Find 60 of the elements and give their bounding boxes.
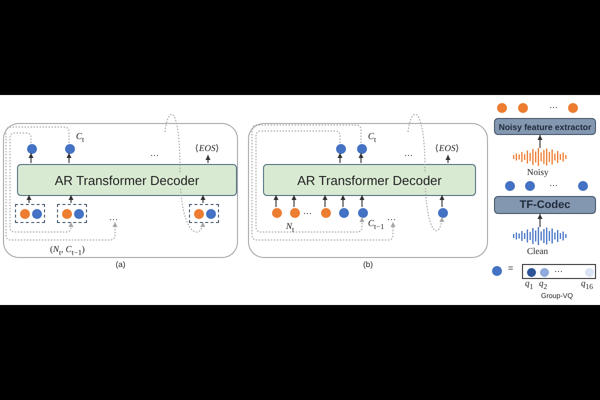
dotted-arrow: [408, 114, 444, 232]
arrow: [338, 152, 342, 164]
token-label: (N$_{t}$, C$_{t−1}$): [50, 245, 85, 256]
block-label: AR Transformer Decoder: [297, 172, 442, 188]
decoder-block: [17, 164, 237, 196]
arrow: [440, 194, 444, 208]
arrow: [538, 134, 542, 148]
ellipsis: …: [303, 207, 312, 216]
module-block: [494, 196, 596, 214]
arrow: [200, 194, 206, 204]
block-label: TF-Codec: [520, 199, 570, 211]
token-label: ⟨EOS⟩: [195, 142, 220, 154]
block-label: Noisy feature extractor: [498, 122, 592, 132]
dotted-arrow: [6, 126, 118, 240]
token-label: Noisy: [527, 168, 549, 177]
dotted-arrow: [10, 132, 74, 232]
arrow: [360, 194, 364, 208]
arrow: [322, 194, 328, 208]
dotted-arrow: [164, 114, 205, 233]
token-label: N$_{t}$: [286, 222, 294, 234]
panel-caption: (b): [363, 260, 373, 269]
arrow: [292, 194, 296, 208]
dotted-arrow: [256, 130, 364, 232]
block-label: AR Transformer Decoder: [54, 172, 200, 188]
decoder-block: [263, 164, 476, 196]
arrow: [340, 194, 346, 208]
waveform-icon: [512, 227, 568, 245]
token-label: C$_{t−1}$: [368, 219, 384, 230]
arrow: [358, 152, 364, 164]
waveform-icon: [512, 148, 568, 166]
arrow: [446, 154, 450, 164]
ellipsis: …: [549, 101, 558, 110]
arrow: [26, 194, 32, 204]
token-pair-box: [57, 204, 87, 223]
ellipsis: …: [549, 179, 558, 188]
arrow: [538, 214, 542, 228]
arrow: [66, 152, 72, 164]
token-pair-box: [15, 204, 45, 223]
equals-sign: =: [508, 264, 514, 273]
ellipsis: …: [554, 265, 563, 274]
module-block: [494, 118, 596, 135]
token-label: C$_{t}$: [76, 132, 84, 144]
token-label: …: [387, 211, 396, 223]
ellipsis: …: [404, 149, 413, 158]
token-label: q$_{2}$: [539, 279, 548, 290]
panel-caption: (a): [116, 260, 126, 269]
dotted-arrow: [252, 124, 396, 240]
ellipsis: …: [150, 149, 159, 158]
token-pair-box: [189, 204, 219, 223]
arrow: [206, 154, 210, 164]
token-label: C$_{t}$: [368, 132, 376, 144]
token-label: ⟨EOS⟩: [435, 142, 460, 154]
token-label: q$_{16}$: [581, 279, 593, 290]
arrow: [68, 194, 74, 204]
token-label: q$_{1}$: [525, 279, 534, 290]
arrow: [274, 194, 278, 208]
token-label: …: [109, 211, 118, 223]
codebook-box: [522, 264, 596, 279]
token-label: Clean: [527, 247, 548, 256]
arrow: [28, 152, 34, 164]
